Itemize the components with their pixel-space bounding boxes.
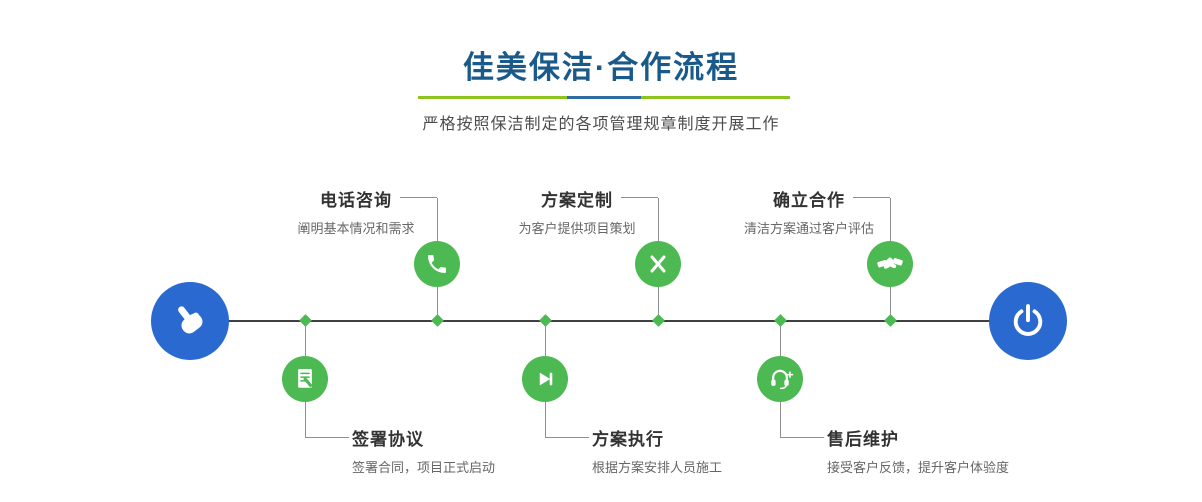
step-desc: 接受客户反馈，提升客户体验度 <box>827 460 1010 475</box>
timeline-marker <box>538 314 552 327</box>
pointer-hand-icon <box>178 306 203 334</box>
step-text: 方案执行 根据方案安排人员施工 <box>592 425 892 476</box>
step-desc: 签署合同，项目正式启动 <box>352 460 496 475</box>
connector-line <box>658 287 659 320</box>
step-node <box>757 356 803 402</box>
connector-line <box>780 437 824 438</box>
page-title: 佳美保洁·合作流程 <box>462 50 740 85</box>
step-text: 方案定制 为客户提供项目策划 <box>467 186 687 237</box>
step-desc: 为客户提供项目策划 <box>518 221 636 236</box>
step-node <box>522 356 568 402</box>
connector-line <box>545 437 589 438</box>
step-label: 方案定制 <box>541 191 613 210</box>
connector-line <box>437 287 438 320</box>
step-node <box>867 241 913 287</box>
connector-line <box>305 437 349 438</box>
connector-line <box>853 197 890 198</box>
handshake-icon <box>877 257 903 269</box>
connector-line <box>621 197 658 198</box>
connector-line <box>780 402 781 438</box>
play-icon <box>539 372 553 386</box>
connector-line <box>545 402 546 438</box>
power-icon <box>1013 304 1043 336</box>
step-desc: 阐明基本情况和需求 <box>297 221 415 236</box>
step-text: 签署协议 签署合同，项目正式启动 <box>352 425 652 476</box>
timeline-end-node <box>989 282 1067 360</box>
step-text: 售后维护 接受客户反馈，提升客户体验度 <box>827 425 1127 476</box>
design-tools-icon <box>650 255 666 273</box>
step-node <box>414 241 460 287</box>
connector-line <box>658 198 659 241</box>
step-text: 确立合作 清洁方案通过客户评估 <box>699 186 919 237</box>
contract-icon <box>298 369 313 388</box>
timeline-line <box>190 320 1028 322</box>
page-subtitle: 严格按照保洁制定的各项管理规章制度开展工作 <box>422 116 780 133</box>
phone-icon <box>428 255 446 273</box>
connector-line <box>400 197 437 198</box>
connector-line <box>545 323 546 356</box>
connector-line <box>780 323 781 356</box>
step-desc: 清洁方案通过客户评估 <box>743 221 874 236</box>
step-node <box>282 356 328 402</box>
step-label: 电话咨询 <box>320 191 392 210</box>
timeline-marker <box>651 314 665 327</box>
step-desc: 根据方案安排人员施工 <box>592 460 723 475</box>
timeline-marker <box>430 314 444 327</box>
headset-icon <box>771 369 794 390</box>
step-label: 售后维护 <box>827 430 899 449</box>
connector-line <box>437 198 438 241</box>
connector-line <box>305 402 306 438</box>
step-label: 确立合作 <box>773 191 845 210</box>
step-text: 电话咨询 阐明基本情况和需求 <box>246 186 466 237</box>
connector-line <box>305 323 306 356</box>
timeline-marker <box>883 314 897 327</box>
timeline-marker <box>773 314 787 327</box>
connector-line <box>890 287 891 320</box>
timeline-marker <box>298 314 312 327</box>
step-label: 方案执行 <box>592 430 664 449</box>
timeline-start-node <box>151 282 229 360</box>
connector-line <box>890 198 891 241</box>
step-node <box>635 241 681 287</box>
step-label: 签署协议 <box>352 430 424 449</box>
title-divider <box>418 96 790 99</box>
